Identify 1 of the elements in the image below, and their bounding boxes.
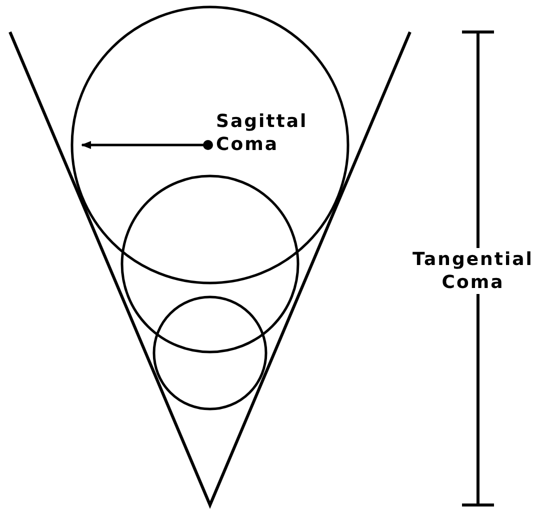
- annotation-label: Sagittal Coma: [216, 110, 309, 156]
